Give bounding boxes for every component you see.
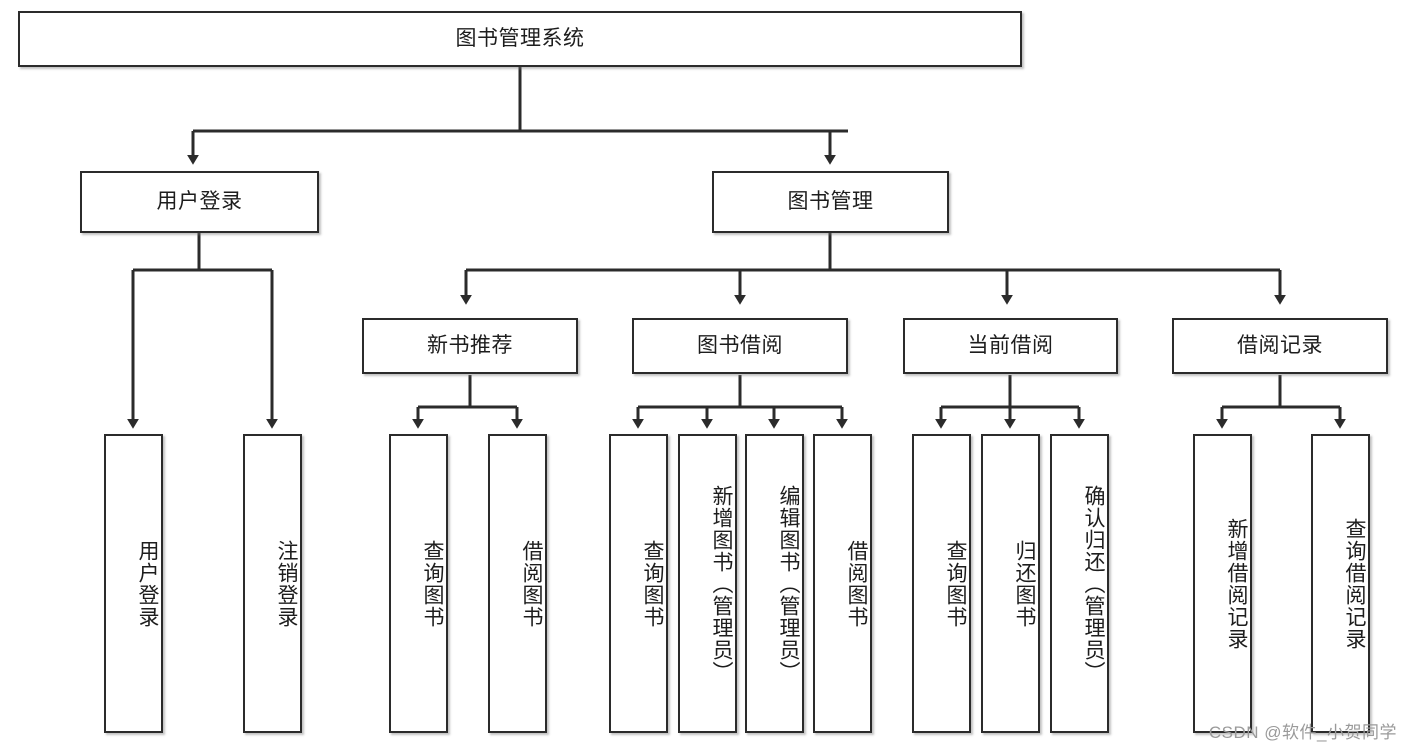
node-leaf-logout-login[interactable]: 注销登录 <box>243 434 302 733</box>
node-label: 新书推荐 <box>427 333 513 357</box>
node-label: 新增借阅记录 <box>1225 517 1248 650</box>
node-label: 查询图书 <box>944 539 967 628</box>
node-leaf-return-book[interactable]: 归还图书 <box>981 434 1040 733</box>
node-leaf-add-borrow-record[interactable]: 新增借阅记录 <box>1193 434 1252 733</box>
node-label: 注销登录 <box>275 539 298 628</box>
node-borrow-record[interactable]: 借阅记录 <box>1172 318 1388 374</box>
node-leaf-borrow-book[interactable]: 借阅图书 <box>813 434 872 733</box>
node-label: 新增图书（管理员） <box>710 484 733 683</box>
node-label: 查询借阅记录 <box>1343 517 1366 650</box>
node-label: 图书管理 <box>787 189 874 213</box>
node-leaf-query-borrow-record[interactable]: 查询借阅记录 <box>1311 434 1370 733</box>
node-user-login[interactable]: 用户登录 <box>80 171 319 233</box>
csdn-watermark: CSDN @软件_小贺同学 <box>1208 723 1397 742</box>
node-label: 归还图书 <box>1013 539 1036 628</box>
node-root-book-management-system[interactable]: 图书管理系统 <box>18 11 1022 67</box>
node-current-borrow[interactable]: 当前借阅 <box>903 318 1118 374</box>
node-label: 确认归还（管理员） <box>1082 484 1105 683</box>
node-label: 编辑图书（管理员） <box>777 484 800 683</box>
node-leaf-borrow-book-recommend[interactable]: 借阅图书 <box>488 434 547 733</box>
node-label: 图书借阅 <box>697 333 783 357</box>
node-leaf-user-login[interactable]: 用户登录 <box>104 434 163 733</box>
node-label: 用户登录 <box>136 539 159 628</box>
node-book-management[interactable]: 图书管理 <box>712 171 949 233</box>
node-leaf-add-book-admin[interactable]: 新增图书（管理员） <box>678 434 737 733</box>
node-leaf-confirm-return-admin[interactable]: 确认归还（管理员） <box>1050 434 1109 733</box>
node-label: 查询图书 <box>421 539 444 628</box>
node-label: 图书管理系统 <box>455 26 585 50</box>
node-leaf-query-book-recommend[interactable]: 查询图书 <box>389 434 448 733</box>
node-new-book-recommend[interactable]: 新书推荐 <box>362 318 578 374</box>
node-label: 借阅记录 <box>1237 333 1323 357</box>
node-label: 当前借阅 <box>967 333 1054 357</box>
node-leaf-edit-book-admin[interactable]: 编辑图书（管理员） <box>745 434 804 733</box>
node-label: 用户登录 <box>156 189 243 213</box>
node-label: 借阅图书 <box>520 539 543 628</box>
node-book-borrow[interactable]: 图书借阅 <box>632 318 848 374</box>
node-leaf-query-book-borrow[interactable]: 查询图书 <box>609 434 668 733</box>
node-label: 查询图书 <box>641 539 664 628</box>
node-leaf-query-book-current[interactable]: 查询图书 <box>912 434 971 733</box>
node-label: 借阅图书 <box>845 539 868 628</box>
